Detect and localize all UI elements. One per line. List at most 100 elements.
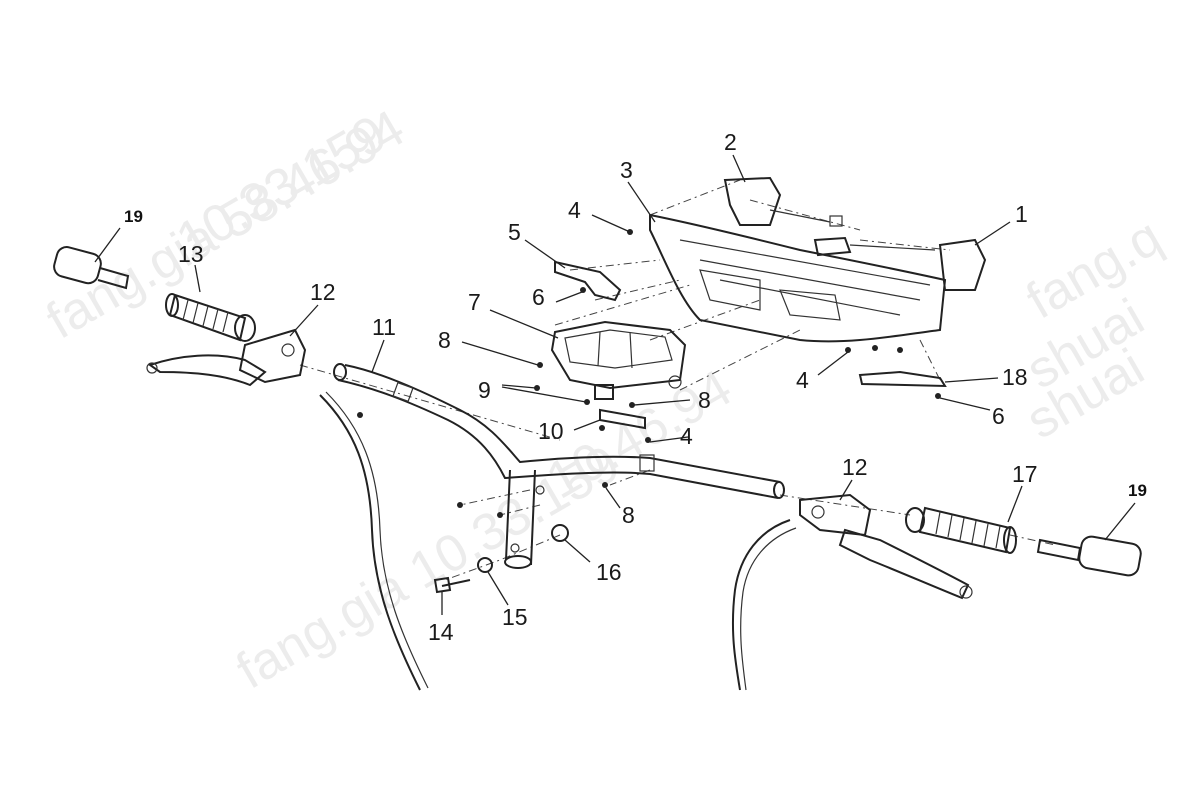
callout-12: 12	[310, 279, 336, 305]
callout-7: 7	[468, 289, 481, 315]
leader-13	[194, 264, 201, 293]
left-grip-end	[165, 293, 179, 317]
callout-6: 6	[532, 284, 545, 310]
leader-4a	[591, 214, 631, 233]
screw	[845, 347, 851, 353]
handlebar-left-end	[333, 363, 347, 381]
cover-ribs	[679, 239, 931, 316]
clip-18-body	[858, 370, 947, 388]
right-bar-end-body	[1078, 535, 1142, 577]
right-grip-ribs	[935, 511, 1001, 549]
callout-4: 4	[680, 423, 693, 449]
screw	[629, 402, 635, 408]
leader-19b	[1104, 502, 1136, 541]
callout-labels: 1 2 3 4 4 4 5 6 6 7 8 8 8 9 10 11 12 12 …	[124, 129, 1147, 645]
cluster-housing	[550, 320, 687, 390]
callout-6: 6	[992, 403, 1005, 429]
stem-bottom	[504, 555, 532, 569]
callout-5: 5	[508, 219, 521, 245]
wiring	[849, 244, 936, 251]
centerline	[1009, 534, 1056, 546]
handlebar-cover	[649, 213, 987, 343]
right-grip-flange	[905, 507, 925, 533]
bracket-bolt	[281, 343, 295, 357]
right-switch-housing	[938, 238, 987, 291]
clip-bracket-5	[554, 260, 622, 302]
leader-3	[627, 181, 656, 223]
right-grip-end	[1003, 526, 1017, 554]
leader-2	[732, 154, 746, 183]
centerline	[299, 364, 561, 441]
screw	[357, 412, 363, 418]
left-grip-ribs	[182, 299, 229, 333]
callout-1: 1	[1015, 201, 1028, 227]
callout-4: 4	[568, 197, 581, 223]
leader-4c	[817, 351, 849, 376]
left-brake-cable	[319, 394, 421, 691]
leader-5	[524, 239, 566, 269]
cluster-screen-divider	[597, 331, 633, 369]
centerline	[779, 494, 911, 516]
screw	[497, 512, 503, 518]
centerline	[444, 534, 561, 581]
left-switch-housing	[723, 176, 782, 226]
callout-16: 16	[596, 559, 622, 585]
leader-19a	[94, 227, 121, 263]
callout-9: 9	[478, 377, 491, 403]
nut-16	[551, 524, 569, 542]
screw	[537, 362, 543, 368]
centerline	[594, 279, 681, 301]
watermark-text: fang.gia 58.46.94	[37, 99, 414, 350]
bolt-14	[433, 576, 471, 594]
cluster-mount-hole	[668, 375, 682, 389]
callout-13: 13	[178, 241, 204, 267]
callout-19: 19	[1128, 481, 1147, 500]
leader-6a	[555, 291, 583, 303]
switch-wire	[769, 209, 831, 223]
right-grip	[905, 506, 1017, 554]
right-brake-cable-edge	[740, 527, 797, 691]
left-brake-cable-edge	[325, 391, 429, 689]
leader-9	[501, 384, 587, 403]
wiring-connector	[813, 236, 852, 257]
centerline	[569, 259, 661, 271]
stem-bolt-hole	[510, 543, 520, 553]
switch-connector	[829, 215, 843, 227]
screw	[897, 347, 903, 353]
handlebar-tube	[333, 363, 785, 569]
right-grip-body	[918, 506, 1012, 554]
fasteners	[357, 229, 941, 594]
left-lever-bracket	[238, 328, 307, 384]
clip-5-body	[554, 260, 622, 302]
right-brake-cable	[731, 519, 791, 691]
right-lever-bracket	[799, 493, 872, 537]
leader-7	[489, 309, 559, 339]
centerline	[919, 339, 941, 381]
callout-12: 12	[842, 454, 868, 480]
screw	[584, 399, 590, 405]
callout-8: 8	[438, 327, 451, 353]
washer-15	[477, 557, 493, 573]
callout-19: 19	[124, 207, 143, 226]
leader-10	[573, 419, 601, 431]
callout-2: 2	[724, 129, 737, 155]
callout-10: 10	[538, 418, 564, 444]
cluster-bracket-plate	[599, 408, 646, 430]
leader-8a	[461, 341, 539, 366]
leader-1	[974, 221, 1011, 246]
leader-17	[1007, 485, 1023, 523]
handlebar-top-edge	[344, 364, 781, 483]
screw	[935, 393, 941, 399]
cluster-bracket	[599, 408, 646, 430]
centerline	[649, 179, 741, 216]
centerline	[859, 239, 951, 251]
screw	[645, 437, 651, 443]
left-grip-flange	[234, 314, 256, 342]
left-bar-end-bolt	[97, 267, 130, 290]
cover-outline	[649, 213, 947, 343]
brake-cables	[319, 391, 797, 691]
stem-bolt-hole	[535, 485, 545, 495]
left-brake-lever-assembly	[146, 328, 307, 387]
screw	[457, 502, 463, 508]
